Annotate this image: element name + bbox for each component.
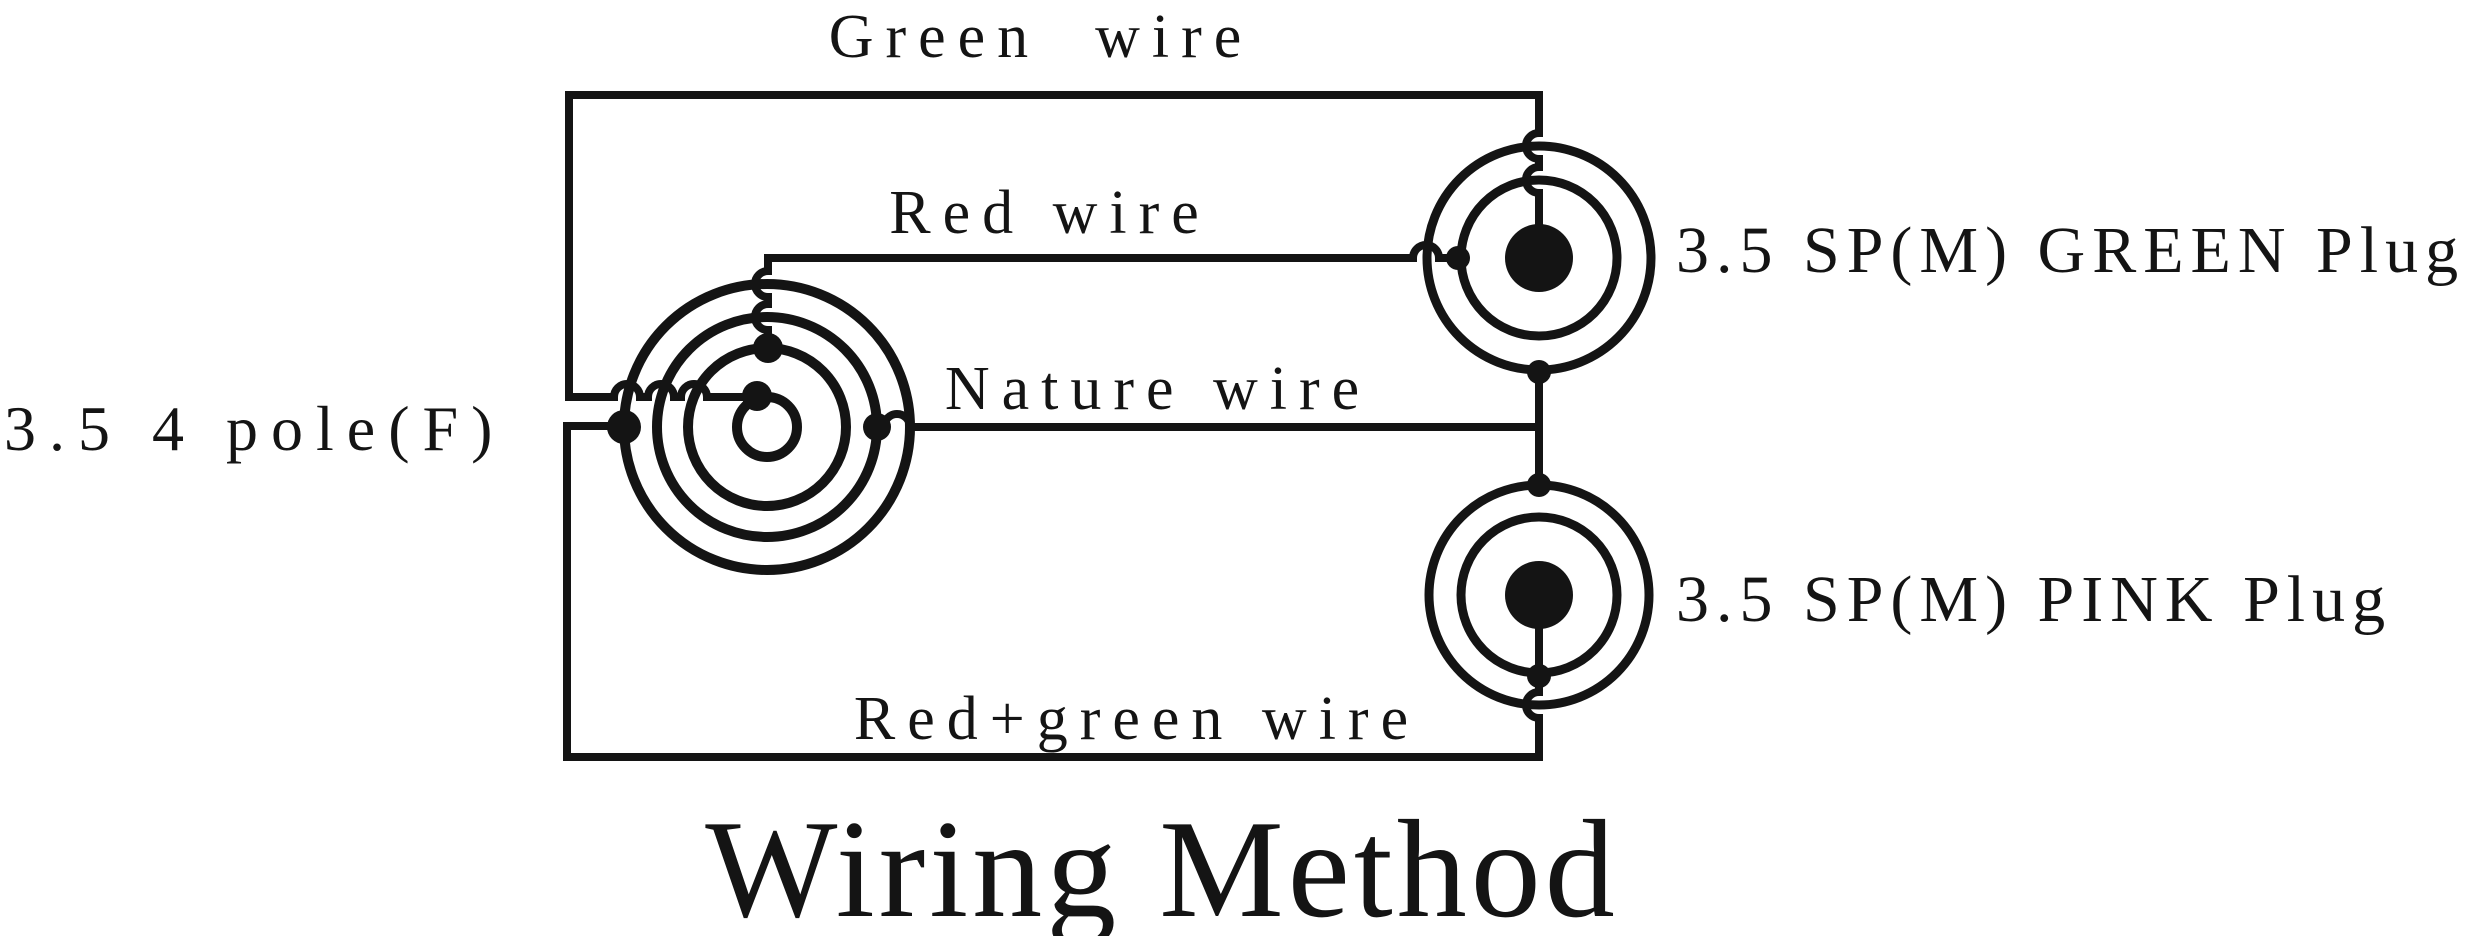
- pink-plug-label: 3.5 SP(M) PINK Plug: [1676, 563, 2392, 636]
- red-green-wire-label: Red+green wire: [854, 685, 1420, 753]
- green-plug-symbol: [1422, 141, 1656, 384]
- source-connector-label: 3.5 4 pole(F): [4, 393, 505, 464]
- green-plug-ring-junction-dot: [1446, 246, 1470, 270]
- jack-ring1-circle: [683, 343, 851, 511]
- green-plug-center-contact: [1505, 224, 1573, 292]
- diagram-title: Wiring Method: [705, 792, 1618, 936]
- pink-plug-sleeve-junction-dot: [1527, 473, 1551, 497]
- pink-plug-symbol: [1424, 473, 1654, 710]
- jack-sleeve-junction-dot: [607, 410, 641, 444]
- source-connector-symbol: [607, 279, 915, 575]
- jack-tip-junction-dot: [742, 381, 772, 411]
- green-plug-label: 3.5 SP(M) GREEN Plug: [1676, 214, 2465, 287]
- green-plug-sleeve-junction-dot: [1527, 360, 1551, 384]
- nature-wire-label: Nature wire: [945, 355, 1371, 423]
- green-wire-path: [565, 91, 1543, 401]
- jack-ring2-junction-dot: [863, 413, 891, 441]
- jack-ring1-junction-dot: [753, 333, 783, 363]
- red-green-wire-path: [563, 422, 1543, 761]
- red-wire-label: Red wire: [889, 179, 1211, 247]
- red-wire-path: [751, 241, 1458, 348]
- pink-plug-center-contact: [1505, 561, 1573, 629]
- pink-plug-inner-junction-dot: [1527, 664, 1551, 688]
- green-wire-label: Green wire: [829, 3, 1254, 71]
